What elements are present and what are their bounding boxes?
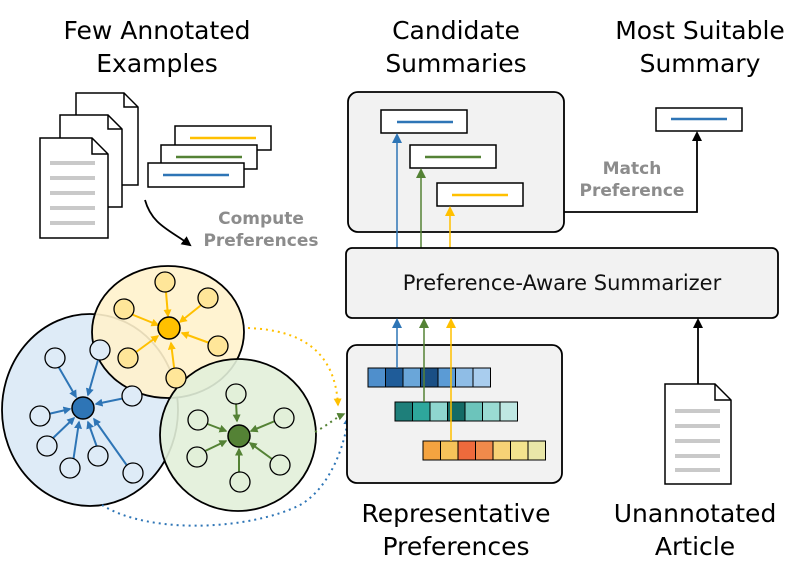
candidate-line-2: Summaries — [385, 49, 527, 78]
match-preference-label: Match Preference — [572, 158, 692, 202]
match-line-2: Preference — [579, 181, 685, 201]
preference-cell — [420, 367, 439, 388]
green-cluster-nodes — [186, 383, 295, 493]
representative-line-1: Representative — [361, 499, 551, 528]
summarizer-box — [345, 247, 779, 319]
preference-cell — [447, 401, 466, 422]
blue-cluster-nodes — [29, 339, 144, 484]
annotated-summary-cards — [147, 125, 272, 188]
few-annotated-line-2: Examples — [96, 49, 218, 78]
preference-cell — [464, 401, 483, 422]
match-arrow — [564, 131, 702, 213]
preferences-to-summarizer-arrows — [392, 318, 456, 441]
preference-bar-warm — [422, 440, 546, 461]
candidate-title: Candidate Summaries — [385, 14, 526, 80]
preference-cell — [457, 440, 476, 461]
representative-line-2: Preferences — [382, 532, 530, 561]
preference-cell — [437, 367, 456, 388]
preference-cell — [455, 367, 474, 388]
compute-preferences-label: Compute Preferences — [200, 208, 322, 252]
compute-line-1: Compute — [218, 209, 304, 229]
preference-cell — [422, 440, 441, 461]
preference-bar-blue — [367, 367, 491, 388]
most-suitable-line-2: Summary — [639, 49, 761, 78]
preference-bar-teal — [394, 401, 518, 422]
green-dotted-connector — [314, 412, 346, 433]
match-line-1: Match — [602, 159, 662, 179]
preference-cell — [412, 401, 431, 422]
article-document-icon — [664, 383, 732, 485]
candidate-summary-cards — [380, 109, 524, 207]
representative-title: Representative Preferences — [362, 497, 551, 563]
blue-dotted-connector — [101, 416, 352, 527]
preference-cell — [394, 401, 413, 422]
preference-cell — [492, 440, 511, 461]
preference-cell — [510, 440, 529, 461]
summarizer-label: Preference-Aware Summarizer — [402, 271, 722, 295]
compute-arrow — [144, 199, 192, 247]
preference-cell — [429, 401, 448, 422]
yellow-dotted-connector — [247, 327, 342, 407]
candidate-line-1: Candidate — [392, 16, 520, 45]
preference-cell — [472, 367, 491, 388]
yellow-cluster-nodes — [113, 271, 229, 389]
few-annotated-line-1: Few Annotated — [63, 16, 251, 45]
unannotated-line-2: Article — [654, 532, 736, 561]
compute-line-2: Preferences — [203, 231, 319, 251]
most-suitable-line-1: Most Suitable — [615, 16, 785, 45]
preference-cell — [527, 440, 546, 461]
preference-cell — [440, 440, 459, 461]
most-suitable-summary-card — [655, 107, 743, 132]
unannotated-line-1: Unannotated — [613, 499, 777, 528]
document-stack-icon — [39, 92, 139, 239]
few-annotated-title: Few Annotated Examples — [63, 14, 250, 80]
most-suitable-title: Most Suitable Summary — [615, 14, 785, 80]
unannotated-title: Unannotated Article — [614, 497, 777, 563]
summarizer-to-candidates-arrows — [392, 133, 455, 248]
preference-cell — [482, 401, 501, 422]
preference-cell — [402, 367, 421, 388]
preference-cell — [499, 401, 518, 422]
preference-cell — [367, 367, 386, 388]
preference-cell — [475, 440, 494, 461]
preference-cell — [385, 367, 404, 388]
